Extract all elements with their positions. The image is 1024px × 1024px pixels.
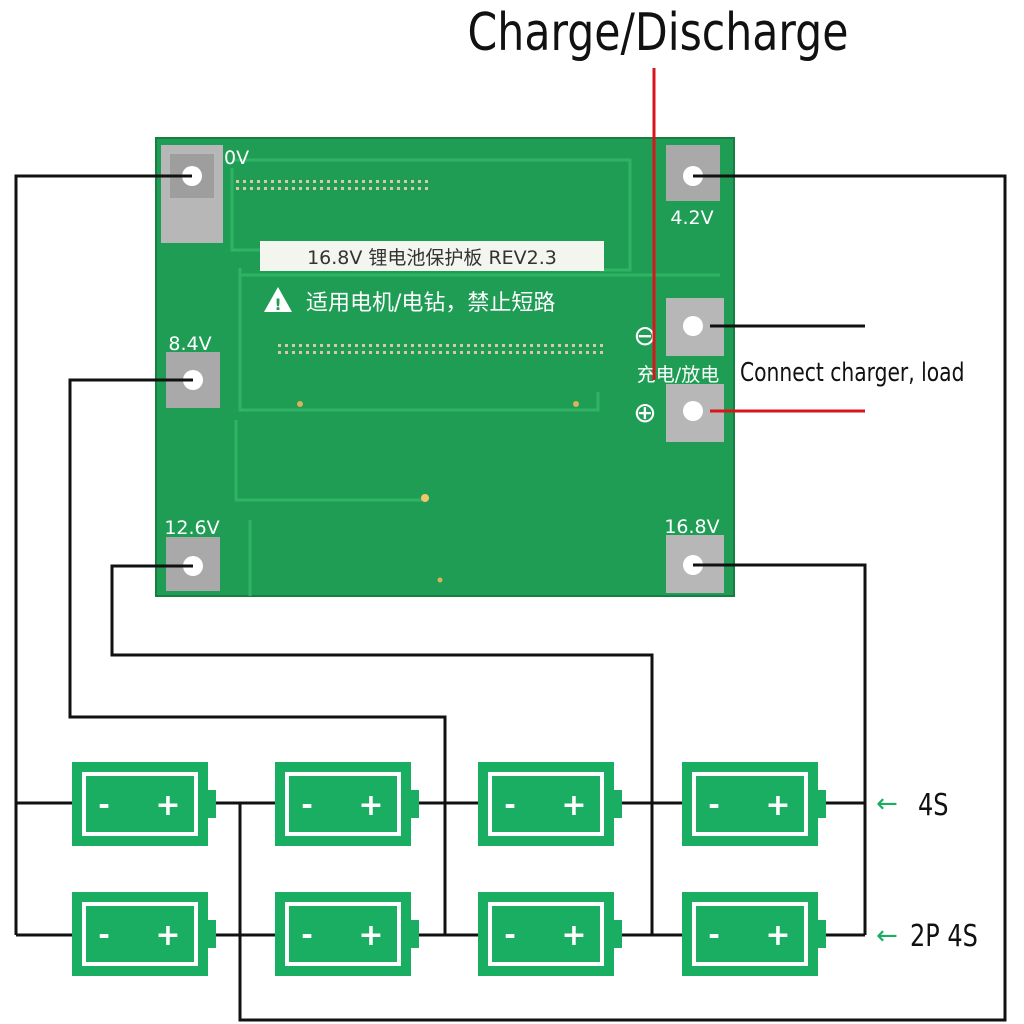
battery-plus-terminal: +: [358, 788, 383, 823]
battery-plus-terminal: +: [561, 788, 586, 823]
pad-4-2v: [666, 145, 720, 201]
port-label: 充电/放电: [637, 364, 719, 386]
board-warning: 适用电机/电钻，禁止短路: [306, 291, 555, 316]
battery-cell-icon: -+: [275, 892, 419, 976]
row-2p4s-label: 2P 4S: [910, 919, 978, 953]
pad-12-6v: [166, 537, 220, 591]
board-trace: [232, 158, 632, 272]
pads: 0V 4.2V 8.4V 12.6V 16.8V: [161, 145, 724, 593]
connect-annotation: Connect charger, load: [740, 358, 964, 388]
board-trace: [234, 420, 422, 502]
pad-charge-plus: [666, 384, 724, 442]
battery-minus-terminal: -: [504, 788, 516, 821]
board-label-plate: [260, 241, 604, 271]
pad-label-16-8v: 16.8V: [664, 516, 719, 538]
warning-icon-mark: !: [274, 295, 281, 314]
board-body: [156, 138, 734, 596]
board-trace: [238, 268, 600, 412]
protection-board: 16.8V 锂电池保护板 REV2.3 ! 适用电机/电钻，禁止短路 ⊖ ⊕ 充…: [155, 137, 735, 597]
board-trace: [230, 168, 262, 252]
battery-minus-terminal: -: [708, 788, 720, 821]
plus-polarity-icon: ⊕: [633, 396, 656, 429]
battery-minus-terminal: -: [708, 918, 720, 951]
row-2p4s-arrow-icon: ←: [876, 921, 898, 951]
battery-plus-terminal: +: [358, 918, 383, 953]
component-dot-row: [278, 344, 603, 354]
battery-minus-terminal: -: [301, 788, 313, 821]
row-4s-label: 4S: [918, 788, 948, 822]
battery-cell-icon: -+: [72, 892, 216, 976]
battery-cell-icon: -+: [682, 892, 826, 976]
title: Charge/Discharge: [468, 3, 849, 63]
battery-cell-icon: -+: [478, 892, 622, 976]
pad-label-12-6v: 12.6V: [164, 517, 219, 539]
battery-plus-terminal: +: [155, 788, 180, 823]
battery-minus-terminal: -: [98, 918, 110, 951]
battery-minus-terminal: -: [504, 918, 516, 951]
wire-8-4v: [68, 378, 447, 935]
wire-12-6v: [110, 564, 654, 935]
board-label: 16.8V 锂电池保护板 REV2.3: [307, 247, 557, 269]
pad-label-4-2v: 4.2V: [670, 207, 713, 229]
wire-0v: [14, 174, 192, 805]
pad-label-8-4v: 8.4V: [168, 333, 211, 355]
minus-polarity-icon: ⊖: [633, 319, 656, 352]
balance-wires: [14, 174, 1007, 1022]
via: [297, 401, 303, 407]
warning-icon: [264, 287, 292, 312]
row-4s-arrow-icon: ←: [876, 789, 898, 819]
battery-plus-terminal: +: [765, 918, 790, 953]
battery-cell-icon: -+: [275, 762, 419, 846]
battery-cell-icon: -+: [72, 762, 216, 846]
via: [437, 577, 443, 583]
via: [573, 401, 579, 407]
battery-cell-icon: -+: [478, 762, 622, 846]
via: [421, 494, 429, 502]
battery-plus-terminal: +: [561, 918, 586, 953]
battery-plus-terminal: +: [155, 918, 180, 953]
battery-minus-terminal: -: [301, 918, 313, 951]
battery-cells: -+-+-+-+-+-+-+-+: [72, 762, 826, 976]
battery-plus-terminal: +: [765, 788, 790, 823]
battery-cell-icon: -+: [682, 762, 826, 846]
battery-minus-terminal: -: [98, 788, 110, 821]
board-edge: [155, 137, 735, 597]
wire-16-8v: [693, 563, 867, 935]
pad-label-0v: 0V: [224, 147, 249, 169]
component-dot-row: [236, 180, 428, 190]
pad-0v: [161, 145, 223, 243]
wire-4-2v: [238, 174, 1007, 1022]
